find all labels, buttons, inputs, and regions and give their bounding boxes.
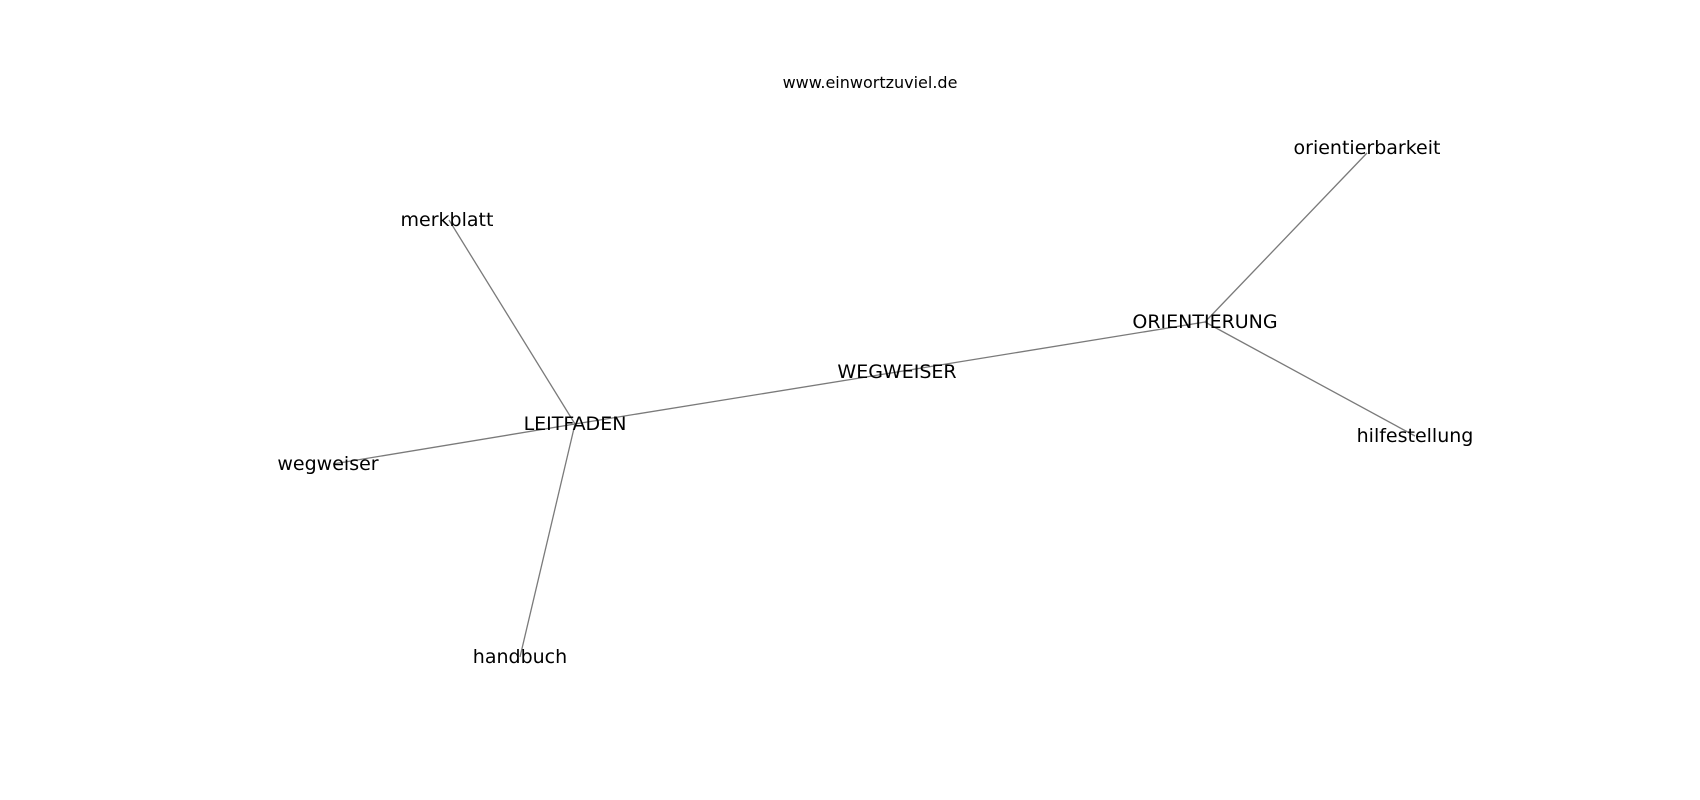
edges-group: [332, 152, 1416, 658]
node-wegweiser: WEGWEISER: [837, 361, 956, 383]
edge-orientierung-hilfestellung: [1204, 321, 1416, 437]
node-handbuch: handbuch: [473, 646, 567, 668]
node-hilfestellung: hilfestellung: [1357, 425, 1474, 447]
node-leitfaden: LEITFADEN: [524, 413, 627, 435]
source-url: www.einwortzuviel.de: [783, 73, 958, 92]
edge-leitfaden-handbuch: [519, 423, 576, 658]
node-orientierung: ORIENTIERUNG: [1132, 311, 1277, 333]
nodes-group: WEGWEISER LEITFADEN ORIENTIERUNG merkblatt w…: [277, 137, 1473, 668]
edge-leitfaden-merkblatt: [448, 219, 576, 425]
node-wegweiser: wegweiser: [277, 453, 378, 475]
edge-orientierung-orientierbarkeit: [1204, 152, 1368, 323]
edge-wegweiser-leitfaden: [574, 371, 898, 425]
node-merkblatt: merkblatt: [401, 209, 494, 231]
node-orientierbarkeit: orientierbarkeit: [1294, 137, 1441, 159]
edge-wegweiser-orientierung: [896, 321, 1206, 373]
edge-leitfaden-wegweiser: [332, 423, 576, 465]
